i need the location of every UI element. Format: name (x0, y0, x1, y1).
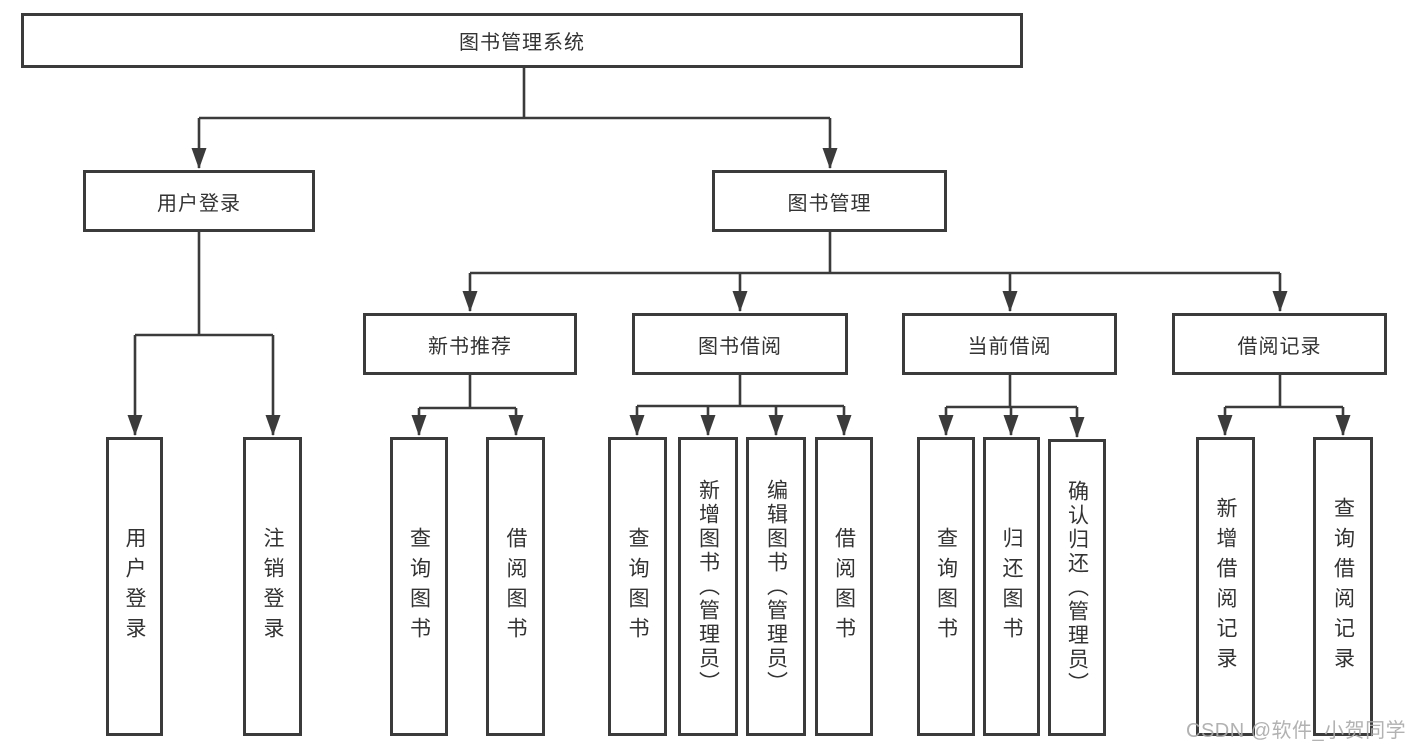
node-root: 图书管理系统 (21, 13, 1023, 68)
connector-borrow-stem (637, 375, 844, 408)
node-leaf-borrow-add-books: 新增图书（管理员） (678, 437, 738, 736)
node-leaf-record-query-record: 查询借阅记录 (1313, 437, 1373, 736)
node-leaf-record-add-record: 新增借阅记录 (1196, 437, 1255, 736)
node-leaf-user-login: 用户登录 (106, 437, 163, 736)
node-new-book-recommend: 新书推荐 (363, 313, 577, 375)
node-current-borrow: 当前借阅 (902, 313, 1117, 375)
node-leaf-current-return-books: 归还图书 (983, 437, 1040, 736)
node-borrow-record: 借阅记录 (1172, 313, 1387, 375)
node-leaf-recommend-query-books: 查询图书 (390, 437, 448, 736)
node-leaf-current-confirm-return: 确认归还（管理员） (1048, 439, 1106, 736)
node-leaf-recommend-borrow-books: 借阅图书 (486, 437, 545, 736)
csdn-watermark: CSDN @软件_小贺同学 (1186, 720, 1405, 742)
node-leaf-borrow-edit-books: 编辑图书（管理员） (746, 437, 806, 736)
node-book-borrow: 图书借阅 (632, 313, 848, 375)
node-book-management: 图书管理 (712, 170, 947, 232)
connector-recommend-stem (419, 375, 516, 410)
node-leaf-borrow-query-books: 查询图书 (608, 437, 667, 736)
node-leaf-borrow-borrow-books: 借阅图书 (815, 437, 873, 736)
connector-current-stem (946, 375, 1077, 409)
connector-root-stem (199, 68, 830, 120)
connector-book-management-stem (470, 232, 1280, 275)
connector-user-login-stem (135, 232, 273, 337)
node-leaf-logout: 注销登录 (243, 437, 302, 736)
connector-record-stem (1225, 375, 1343, 409)
node-leaf-current-query-books: 查询图书 (917, 437, 975, 736)
node-user-login: 用户登录 (83, 170, 315, 232)
